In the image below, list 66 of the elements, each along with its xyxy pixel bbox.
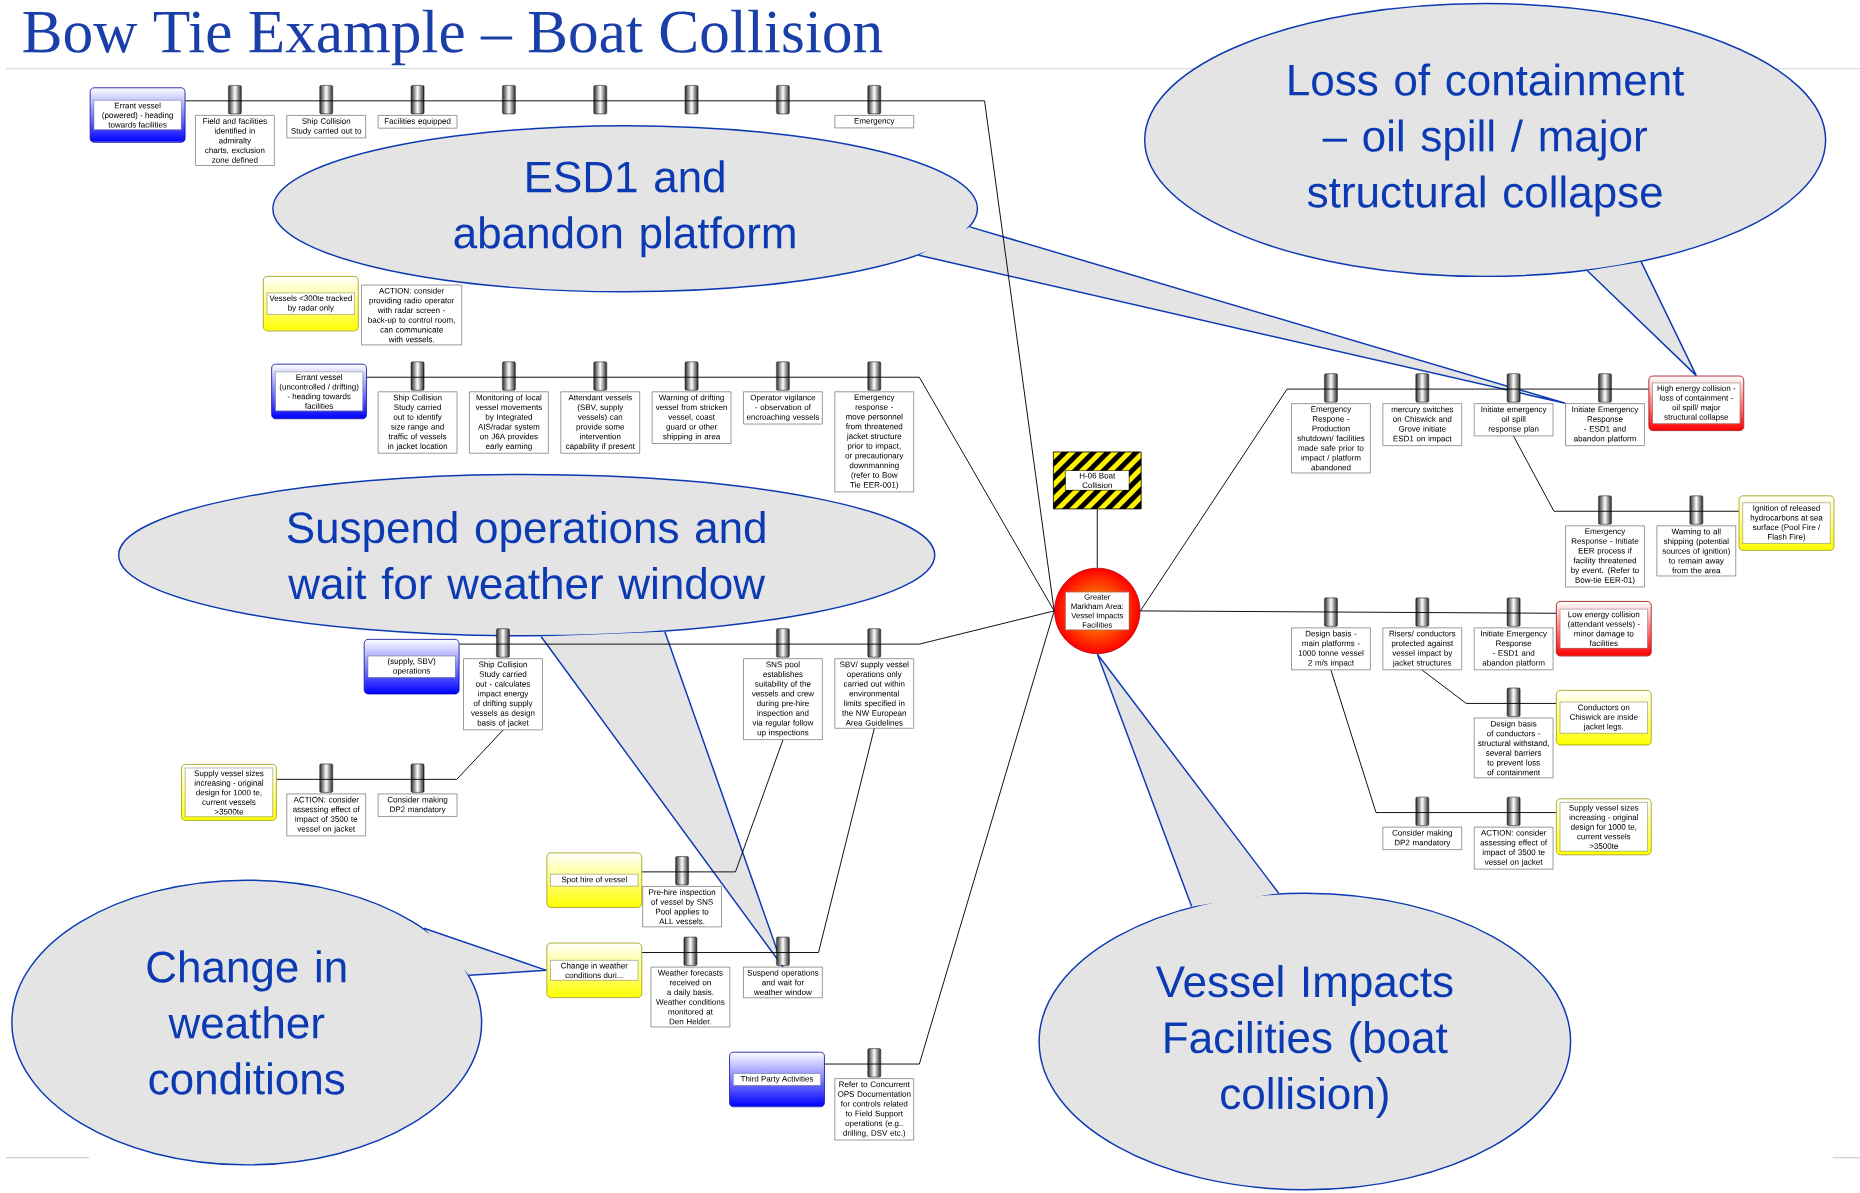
barrier-box: Attendant vessels (SBV, supply vessels) can provide some intervention capability if present — [560, 391, 640, 454]
connector-line — [366, 376, 1055, 612]
barrier-box: Ship Collision Study carried out to — [286, 114, 366, 139]
callout-bubble: Change in weather conditions — [11, 879, 483, 1166]
barrier-box: Ship Collision Study carried out to identify size range and traffic of vessels in jacket location — [377, 391, 458, 454]
barrier-box: SNS pool establishes suitability of the vessels and crew during pre-hire inspection and via regular follow up inspections — [743, 658, 823, 740]
barrier-box: Monitoring of local vessel movements by Integrated AIS/radar system on J6A provides early earning — [469, 391, 549, 454]
barrier-box: Warning to all shipping (potential sources of ignition) to remain away from the area — [1656, 525, 1737, 577]
callout-pointer — [423, 927, 548, 976]
barrier-box: Consider making DP2 mandatory — [377, 793, 458, 817]
escalation-factor-box: Ignition of released hydrocarbons at sea surface (Pool Fire / Flash Fire) — [1738, 495, 1835, 551]
connector-line — [1421, 669, 1557, 704]
connector-line — [1513, 435, 1740, 512]
callout-pointer — [1096, 653, 1280, 908]
barrier-box: Operator vigilance - observation of encroaching vessels — [743, 391, 823, 425]
connector-line — [641, 728, 875, 953]
barrier-box: Refer to Concurrent OPS Documentation for controls related to Field Support operations (e.g.. drilling, DSV etc.) — [834, 1078, 915, 1141]
barrier-box: ACTION: consider assessing effect of impact of 3500 te vessel on jacket — [286, 793, 366, 837]
barrier-box: Consider making DP2 mandatory — [1382, 826, 1463, 850]
barrier-box: Design basis of conductors - structural withstand, several barriers to prevent loss of containment — [1473, 717, 1554, 779]
hazard-box: H-06 Boat Collision — [1053, 451, 1142, 510]
barrier-box: Emergency response - move personnel from threatened jacket structure prior to impact, or precautionary downmanning (refer to Bow Tie EER-001) — [834, 391, 915, 493]
barrier-box: mercury switches on Chiswick and Grove initiate ESD1 on impact — [1382, 403, 1463, 446]
barrier-box: ACTION: consider assessing effect of impact of 3500 te vessel on jacket — [1473, 826, 1554, 870]
escalation-factor-box: Vessels <300te tracked by radar only — [262, 275, 359, 332]
barrier-box: Warning of drifting vessel from stricken vessel, coast guard or other shipping in area — [651, 391, 732, 444]
connector-line — [641, 739, 784, 873]
threat-box: (supply, SBV) operations — [363, 638, 460, 695]
escalation-factor-box: Spot hire of vessel — [546, 852, 643, 908]
barrier-box: Ship Collision Study carried out - calculates impact energy of drifting supply vessels as design basis of jacket — [463, 658, 543, 731]
barrier-box: Initiate Emergency Response - ESD1 and abandon platform — [1473, 627, 1554, 670]
connector-line — [185, 100, 1055, 612]
threat-box: Errant vessel (powered) - heading towards facilities — [89, 87, 186, 143]
barrier-box: Initiate Emergency Response - ESD1 and abandon platform — [1565, 403, 1645, 446]
connector-line — [824, 610, 1055, 1065]
barrier-box: Emergency Respone - Production shutdown/ facilities made safe prior to impact / platform abandoned — [1291, 403, 1371, 474]
callout-pointer — [1586, 261, 1698, 377]
escalation-factor-box: Change in weather conditions duri... — [546, 942, 643, 998]
barrier-box: Pre-hire inspection of vessel by SNS Pool applies to ALL vessels. — [642, 885, 722, 928]
threat-box: Third Party Activities — [729, 1051, 825, 1107]
escalation-factor-box: Supply vessel sizes increasing - original design for 1000 te, current vessels >3500te — [1555, 798, 1652, 856]
connector-line — [1096, 508, 1098, 569]
escalation-factor-box: Supply vessel sizes increasing - original design for 1000 te, current vessels >3500te — [181, 763, 277, 821]
callout-pointer — [918, 225, 1566, 404]
barrier-box: Suspend operations and wait for weather window — [743, 966, 823, 998]
connector-line — [1139, 610, 1557, 614]
barrier-box: Risers/ conductors protected against vessel impact by jacket structures — [1382, 627, 1463, 670]
barrier-box: Facilities equipped — [377, 114, 458, 129]
title: Bow Tie Example – Boat Collision — [23, 9, 883, 66]
escalation-factor-box: Conductors on Chiswick are inside jacket legs. — [1555, 689, 1652, 746]
barrier-box: ACTION: consider providing radio operator with radar screen - back-up to control room, can communicate with vessels. — [361, 284, 463, 346]
barrier-box: Design basis - main platforms - 1000 tonne vessel 2 m/s impact — [1291, 627, 1371, 670]
barrier-box: Emergency — [834, 114, 915, 129]
consequence-box: Low energy collision (attendant vessels) - minor damage to facilities — [1555, 600, 1652, 657]
callout-pointer — [540, 630, 784, 968]
barrier-box: Emergency Response - Initiate EER process if facility threatened by event. (Refer to Bow-tie EER-01) — [1565, 525, 1645, 588]
barrier-box: SBV/ supply vessel operations only carried out within environmental limits specified in the NW European Area Guidelines — [834, 658, 915, 729]
connector-line — [1330, 669, 1557, 813]
consequence-box: High energy collision - loss of containment - oil spill/ major structural collapse — [1648, 375, 1745, 431]
barrier-box: Field and facilities identified in admiralty charts, exclusion zone defined — [195, 114, 275, 166]
callout-bubble: Loss of containment – oil spill / major structural collapse — [1143, 2, 1827, 277]
connector-line — [276, 729, 504, 780]
connector-line — [1139, 388, 1649, 612]
barrier-box: Weather forecasts received on a daily basis. Weather conditions monitored at Den Helder. — [650, 966, 731, 1028]
threat-box: Errant vessel (uncontrolled / drifting) - heading towards facilities — [271, 363, 367, 419]
barrier-box: Initiate emergency oil spill response plan — [1473, 403, 1554, 437]
